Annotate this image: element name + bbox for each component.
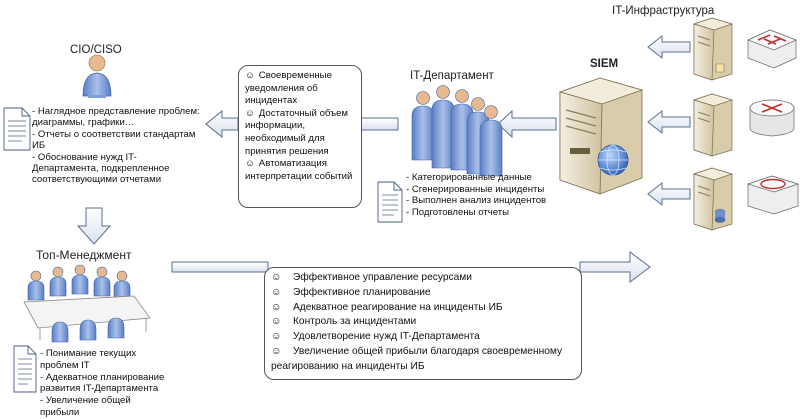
cio-title: CIO/CISO: [70, 44, 122, 56]
smiley-icon: ☺: [271, 286, 282, 298]
benefit-item: ☺Увеличение общей прибыли благодаря свое…: [271, 345, 563, 372]
list-item: Увеличение общей прибыли: [40, 395, 170, 419]
top-mgmt-list: Понимание текущих проблем IT Адекватное …: [40, 348, 170, 419]
list-item: Адекватное планирование развития IT-Депа…: [40, 372, 170, 396]
benefit-item: ☺Достаточный объем информации, необходим…: [245, 107, 349, 157]
arrow-icon: [76, 207, 112, 245]
benefit-item: ☺Эффективное планирование: [271, 286, 575, 301]
list-item: Категорированные данные: [406, 172, 606, 184]
list-item: Выполнен анализ инцидентов: [406, 195, 606, 207]
benefit-item: ☺Эффективное управление ресурсами: [271, 271, 575, 286]
list-item: Подготовлены отчеты: [406, 207, 606, 219]
benefits-box-top: ☺Своевременные уведомления об инцидентах…: [238, 65, 362, 208]
smiley-icon: ☺: [245, 158, 255, 170]
smiley-icon: ☺: [271, 272, 282, 283]
smiley-icon: ☺: [271, 345, 282, 357]
benefit-item: ☺Удовлетворение нужд IT-Департамента: [271, 330, 575, 345]
benefit-item: ☺Автоматизация интерпретации событий: [245, 158, 353, 182]
smiley-icon: ☺: [271, 331, 282, 343]
smiley-icon: ☺: [271, 316, 282, 328]
infra-title: IT-Инфраструктура: [612, 5, 715, 17]
smiley-icon: ☺: [245, 70, 255, 81]
it-dept-list: Категорированные данные Сгенерированные …: [406, 172, 606, 218]
benefit-item: ☺Своевременные уведомления об инцидентах: [245, 70, 332, 107]
arrow-icon: [497, 109, 557, 139]
arrow-icon: [647, 181, 691, 207]
list-item: Наглядное представление проблем: диаграм…: [32, 106, 202, 129]
benefit-item: ☺Контроль за инцидентами: [271, 315, 575, 330]
list-item: Сгенерированные инциденты: [406, 184, 606, 196]
benefit-item: ☺Адекватное реагирование на инциденты ИБ: [271, 301, 575, 316]
arrow-icon: [647, 34, 691, 60]
list-item: Отчеты о соответствии стандартам ИБ: [32, 129, 202, 152]
benefits-box-bottom: ☺Эффективное управление ресурсами ☺Эффек…: [264, 267, 582, 380]
arrow-icon: [647, 109, 691, 135]
top-mgmt-title: Топ-Менеджмент: [36, 248, 132, 262]
it-dept-title: IT-Департамент: [410, 70, 494, 82]
arrow-icon: [171, 251, 651, 283]
siem-title: SIEM: [590, 58, 619, 70]
list-item: Обоснование нужд IT-Департамента, подкре…: [32, 152, 202, 186]
smiley-icon: ☺: [245, 107, 255, 119]
list-item: Понимание текущих проблем IT: [40, 348, 170, 372]
smiley-icon: ☺: [271, 301, 282, 313]
cio-list: Наглядное представление проблем: диаграм…: [32, 106, 202, 186]
